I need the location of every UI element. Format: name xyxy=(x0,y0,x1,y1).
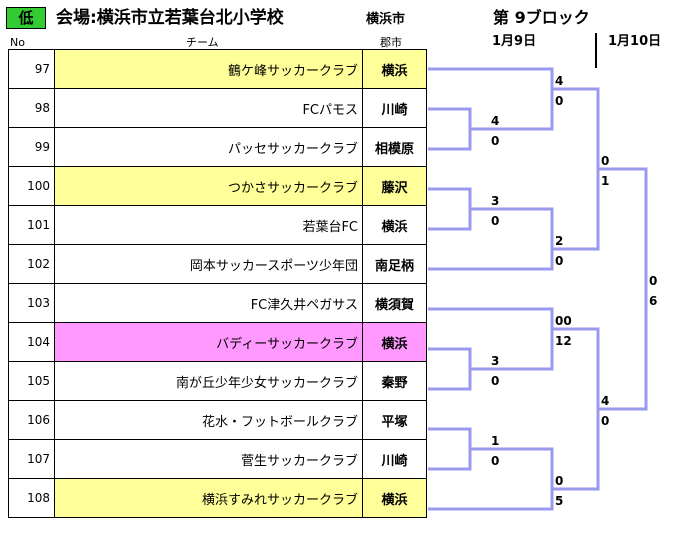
team-number: 105 xyxy=(8,361,55,401)
score-101: 0 xyxy=(491,214,500,228)
column-header-no: No xyxy=(10,36,25,49)
score-99: 0 xyxy=(491,134,500,148)
block-title: 第 9ブロック xyxy=(493,8,590,27)
team-name: FC津久井ペガサス xyxy=(54,283,363,323)
score-r2-102: 0 xyxy=(555,254,564,268)
line-98-99 xyxy=(428,107,472,151)
score-r3-bot-a: 4 xyxy=(601,394,610,408)
team-number: 102 xyxy=(8,244,55,284)
score-r2-106-107: 0 xyxy=(555,474,564,488)
team-number: 100 xyxy=(8,166,55,206)
team-city: 相模原 xyxy=(362,127,427,167)
team-name: 鶴ケ峰サッカークラブ xyxy=(54,49,363,89)
score-100: 3 xyxy=(491,194,500,208)
team-name: 菅生サッカークラブ xyxy=(54,439,363,479)
team-number: 97 xyxy=(8,49,55,89)
score-98: 4 xyxy=(491,114,500,128)
line-r3-top xyxy=(552,87,600,251)
score-r2-98-99: 0 xyxy=(555,94,564,108)
level-badge: 低 xyxy=(6,7,46,29)
team-name: 南が丘少年少女サッカークラブ xyxy=(54,361,363,401)
score-r3-bot-b: 0 xyxy=(601,414,610,428)
date-day1: 1月9日 xyxy=(492,34,537,49)
team-city: 藤沢 xyxy=(362,166,427,206)
score-104: 3 xyxy=(491,354,500,368)
score-r3-top-b: 1 xyxy=(601,174,610,188)
team-name: パッセサッカークラブ xyxy=(54,127,363,167)
team-city: 横浜 xyxy=(362,322,427,362)
team-city: 秦野 xyxy=(362,361,427,401)
score-r3-top-a: 0 xyxy=(601,154,610,168)
team-city: 横浜 xyxy=(362,49,427,89)
line-106-107 xyxy=(428,427,472,471)
score-r2-103: 00 xyxy=(555,314,572,328)
score-r2-100-101: 2 xyxy=(555,234,564,248)
venue-title: 会場:横浜市立若葉台北小学校 xyxy=(56,8,284,28)
score-final-bottom: 6 xyxy=(649,294,658,308)
score-106: 1 xyxy=(491,434,500,448)
score-final-top: 0 xyxy=(649,274,658,288)
line-r2-102 xyxy=(428,207,554,271)
team-city: 平塚 xyxy=(362,400,427,440)
line-r2-103 xyxy=(428,307,554,371)
team-number: 98 xyxy=(8,88,55,128)
team-city: 横須賀 xyxy=(362,283,427,323)
team-city: 横浜 xyxy=(362,205,427,245)
team-number: 104 xyxy=(8,322,55,362)
score-105: 0 xyxy=(491,374,500,388)
line-r2-97 xyxy=(428,67,554,131)
score-107: 0 xyxy=(491,454,500,468)
team-city: 川崎 xyxy=(362,439,427,479)
team-name: バディーサッカークラブ xyxy=(54,322,363,362)
team-city: 横浜 xyxy=(362,478,427,518)
column-header-team: チーム xyxy=(186,36,219,49)
date-day2: 1月10日 xyxy=(608,34,662,49)
score-r2-108: 5 xyxy=(555,494,564,508)
score-r2-104-105: 12 xyxy=(555,334,572,348)
line-100-101 xyxy=(428,187,472,231)
line-104-105 xyxy=(428,347,472,391)
team-name: FCパモス xyxy=(54,88,363,128)
team-number: 108 xyxy=(8,478,55,518)
team-name: つかさサッカークラブ xyxy=(54,166,363,206)
host-city: 横浜市 xyxy=(366,12,406,27)
line-r3-bot xyxy=(552,327,600,491)
line-final xyxy=(598,167,648,411)
column-header-city: 郡市 xyxy=(380,36,402,49)
score-r2-97: 4 xyxy=(555,74,564,88)
line-r2-108 xyxy=(428,447,554,511)
team-name: 横浜すみれサッカークラブ xyxy=(54,478,363,518)
team-city: 川崎 xyxy=(362,88,427,128)
